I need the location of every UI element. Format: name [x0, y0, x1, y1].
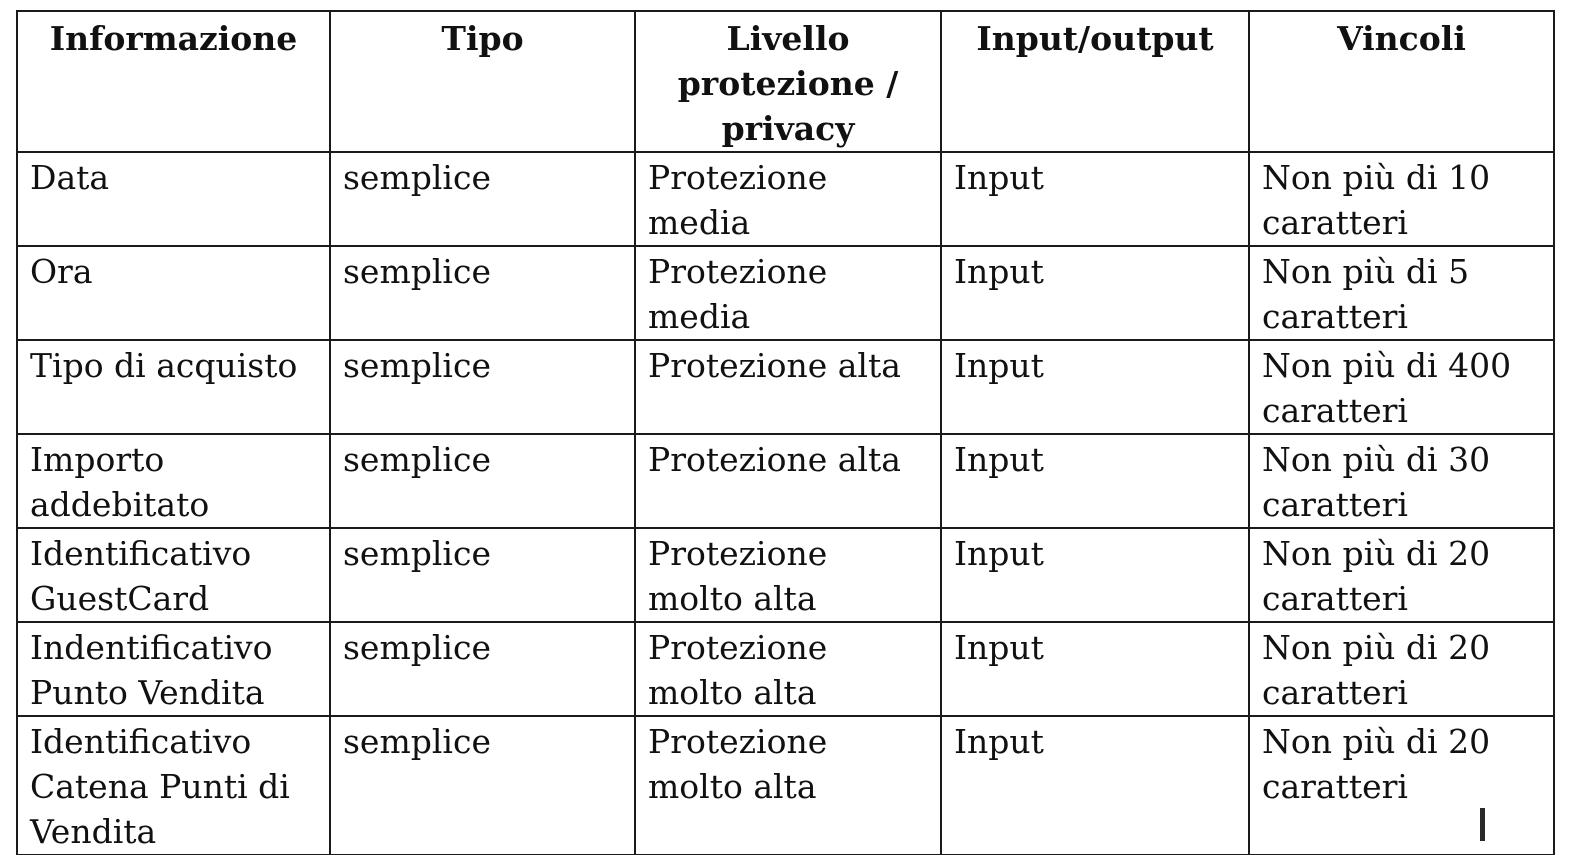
cell-tipo: semplice — [329, 433, 636, 529]
cell-tipo: semplice — [329, 621, 636, 717]
cell-informazione: Identificativo Catena Punti di Vendita — [16, 715, 331, 855]
cell-vincoli: Non più di 20 caratteri — [1248, 621, 1555, 717]
cell-informazione: Indentificativo Punto Vendita — [16, 621, 331, 717]
cell-vincoli: Non più di 10 caratteri — [1248, 151, 1555, 247]
data-dictionary-table: Informazione Tipo Livello protezione / p… — [16, 10, 1555, 855]
cell-informazione: Identificativo GuestCard — [16, 527, 331, 623]
cell-input-output: Input — [940, 151, 1250, 247]
cell-vincoli: Non più di 400 caratteri — [1248, 339, 1555, 435]
header-informazione: Informazione — [16, 10, 331, 153]
cell-informazione: Ora — [16, 245, 331, 341]
cell-vincoli: Non più di 20 caratteri — [1248, 527, 1555, 623]
header-vincoli: Vincoli — [1248, 10, 1555, 153]
cell-livello-protezione: Protezione media — [634, 245, 942, 341]
header-input-output: Input/output — [940, 10, 1250, 153]
cell-livello-protezione: Protezione media — [634, 151, 942, 247]
cell-input-output: Input — [940, 715, 1250, 855]
table-header-row: Informazione Tipo Livello protezione / p… — [16, 10, 1555, 153]
header-tipo: Tipo — [329, 10, 636, 153]
cell-tipo: semplice — [329, 527, 636, 623]
cell-input-output: Input — [940, 433, 1250, 529]
cell-input-output: Input — [940, 621, 1250, 717]
cell-livello-protezione: Protezione molto alta — [634, 715, 942, 855]
table-row: Importo addebitato semplice Protezione a… — [16, 433, 1555, 529]
cell-livello-protezione: Protezione alta — [634, 339, 942, 435]
table-row: Data semplice Protezione media Input Non… — [16, 151, 1555, 247]
cell-informazione: Importo addebitato — [16, 433, 331, 529]
cell-input-output: Input — [940, 339, 1250, 435]
cell-informazione: Data — [16, 151, 331, 247]
cell-input-output: Input — [940, 245, 1250, 341]
table-row: Indentificativo Punto Vendita semplice P… — [16, 621, 1555, 717]
cell-tipo: semplice — [329, 245, 636, 341]
table-row: Identificativo Catena Punti di Vendita s… — [16, 715, 1555, 855]
table-row: Identificativo GuestCard semplice Protez… — [16, 527, 1555, 623]
text-cursor — [1480, 808, 1485, 841]
table-row: Ora semplice Protezione media Input Non … — [16, 245, 1555, 341]
cell-tipo: semplice — [329, 339, 636, 435]
cell-vincoli: Non più di 5 caratteri — [1248, 245, 1555, 341]
header-livello-protezione: Livello protezione / privacy — [634, 10, 942, 153]
cell-livello-protezione: Protezione molto alta — [634, 621, 942, 717]
cell-vincoli: Non più di 30 caratteri — [1248, 433, 1555, 529]
cell-informazione: Tipo di acquisto — [16, 339, 331, 435]
cell-livello-protezione: Protezione alta — [634, 433, 942, 529]
cell-tipo: semplice — [329, 715, 636, 855]
table-row: Tipo di acquisto semplice Protezione alt… — [16, 339, 1555, 435]
cell-vincoli: Non più di 20 caratteri — [1248, 715, 1555, 855]
cell-input-output: Input — [940, 527, 1250, 623]
cell-livello-protezione: Protezione molto alta — [634, 527, 942, 623]
cell-tipo: semplice — [329, 151, 636, 247]
